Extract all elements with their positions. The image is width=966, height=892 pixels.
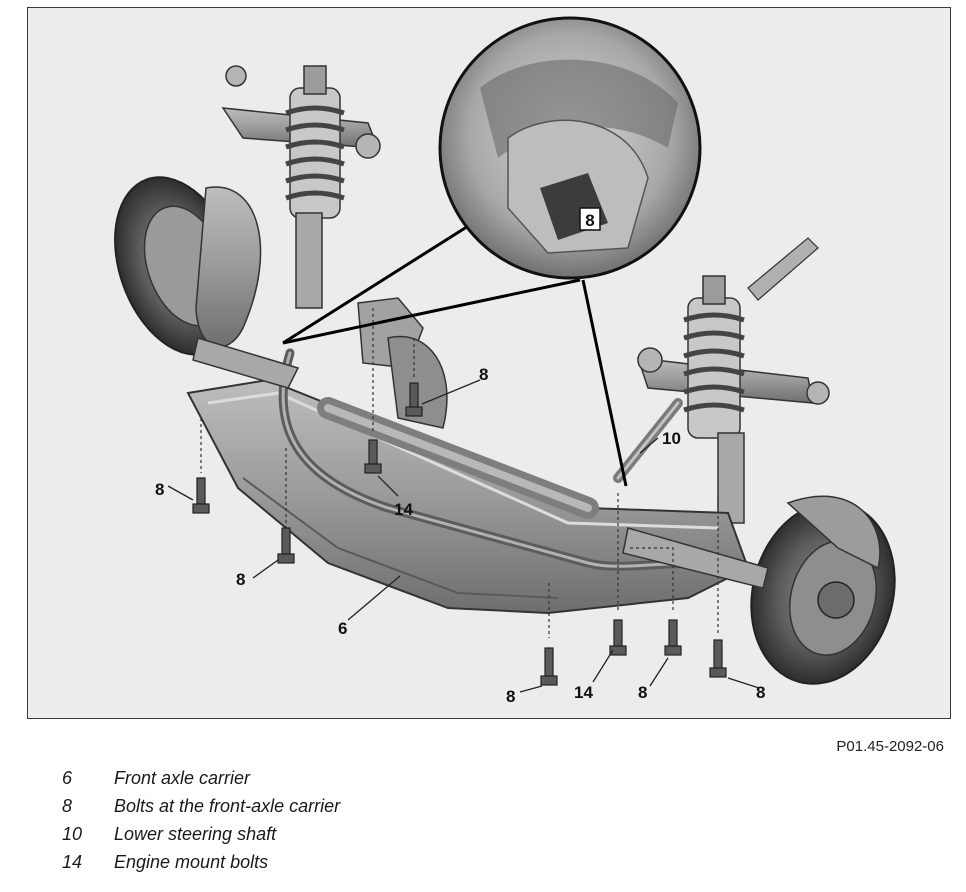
legend-text: Lower steering shaft	[114, 824, 277, 844]
bolt-bottom-a	[540, 647, 558, 686]
axle-illustration: 8 8 8 8 10 14 6 8 14 8 8	[114, 16, 896, 706]
legend: 6 Front axle carrier 8 Bolts at the front-…	[62, 764, 340, 876]
legend-text: Bolts at the front-axle carrier	[114, 796, 341, 816]
bolts	[192, 382, 727, 686]
callout-8-left: 8	[155, 480, 164, 499]
callout-8-lower: 8	[236, 570, 245, 589]
callout-8-top: 8	[479, 365, 488, 384]
bolt-left-lower	[277, 527, 295, 564]
front-axle-carrier	[186, 297, 769, 615]
detail-magnifier	[282, 16, 702, 487]
bolt-bottom-b	[664, 619, 682, 656]
bolt-engine-mount-bottom	[609, 619, 627, 656]
callout-8-bottom-c: 8	[756, 683, 765, 702]
legend-number: 8	[62, 796, 73, 816]
callout-14-mid: 14	[394, 500, 413, 519]
legend-text: Engine mount bolts	[114, 852, 269, 872]
callout-8-bottom-a: 8	[506, 687, 515, 706]
bolt-top	[405, 382, 423, 417]
bolt-engine-mount-mid	[364, 439, 382, 474]
legend-number: 6	[62, 768, 73, 788]
legend-item: 14 Engine mount bolts	[62, 848, 340, 876]
right-spring-strut	[636, 237, 830, 524]
bolt-bottom-c	[709, 639, 727, 678]
left-spring-strut	[221, 65, 381, 309]
figure-code: P01.45-2092-06	[836, 738, 944, 755]
legend-number: 10	[62, 824, 83, 844]
bolt-left-top	[192, 477, 210, 514]
callout-8-detail: 8	[585, 211, 594, 230]
callout-6: 6	[338, 619, 347, 638]
legend-item: 10 Lower steering shaft	[62, 820, 340, 848]
callouts: 8 8 8 8 10 14 6 8 14 8 8	[155, 211, 765, 706]
legend-text: Front axle carrier	[114, 768, 251, 788]
legend-item: 8 Bolts at the front-axle carrier	[62, 792, 340, 820]
callout-10: 10	[662, 429, 681, 448]
callout-14-bottom: 14	[574, 683, 593, 702]
legend-number: 14	[62, 852, 83, 872]
bolt-guide-lines	[200, 308, 719, 638]
legend-item: 6 Front axle carrier	[62, 764, 340, 792]
right-brake-disc	[750, 495, 896, 685]
callout-8-bottom-b: 8	[638, 683, 647, 702]
leader-lines	[167, 379, 760, 693]
figure-frame: 8 8 8 8 10 14 6 8 14 8 8	[27, 7, 951, 719]
left-brake-disc	[114, 176, 262, 356]
